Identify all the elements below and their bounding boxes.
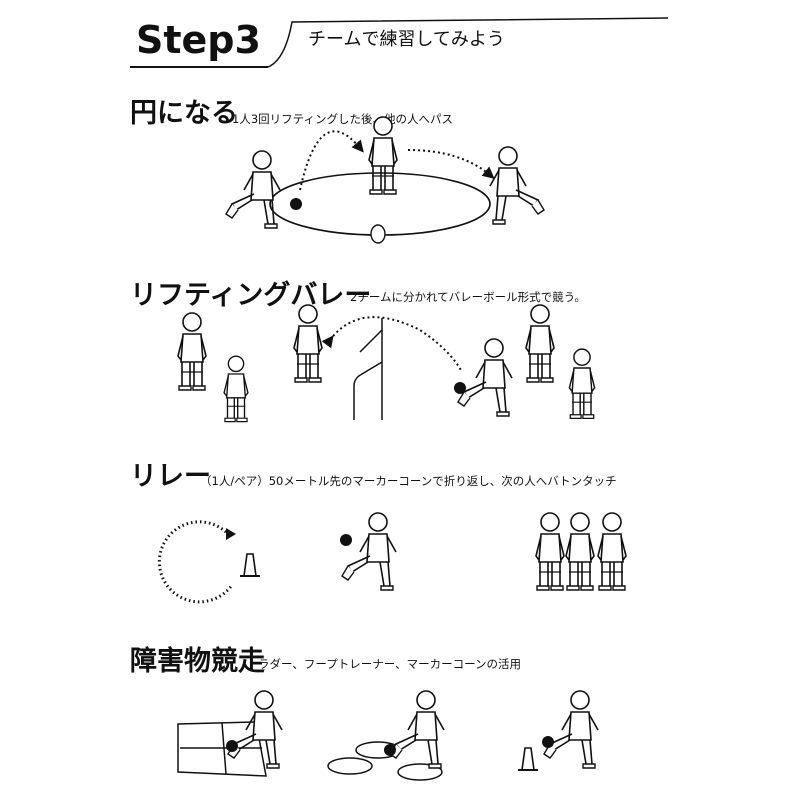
step-heading: Step3 <box>136 18 261 62</box>
section-desc-relay: （1人/ペア）50メートル先のマーカーコーンで折り返し、次の人へバトンタッチ <box>200 474 617 488</box>
step-subtitle: チームで練習してみよう <box>308 29 505 50</box>
section-desc-circle: 1人3回リフティングした後、他の人へパス <box>232 112 453 126</box>
section-title-lifting-volley: リフティングバレー <box>130 280 372 311</box>
lifting-volley-illustration <box>177 304 596 423</box>
header-rule <box>267 17 669 68</box>
section-title-relay: リレー <box>130 461 211 492</box>
circle-drill-illustration <box>225 116 545 244</box>
obstacle-illustration <box>177 690 599 781</box>
relay-illustration <box>157 512 627 604</box>
section-title-obstacle: 障害物競走 <box>130 646 265 677</box>
section-title-circle: 円になる <box>130 98 238 129</box>
section-desc-obstacle: ラダー、フープトレーナー、マーカーコーンの活用 <box>258 657 522 671</box>
section-desc-lifting-volley: 2チームに分かれてバレーボール形式で競う。 <box>350 290 586 304</box>
